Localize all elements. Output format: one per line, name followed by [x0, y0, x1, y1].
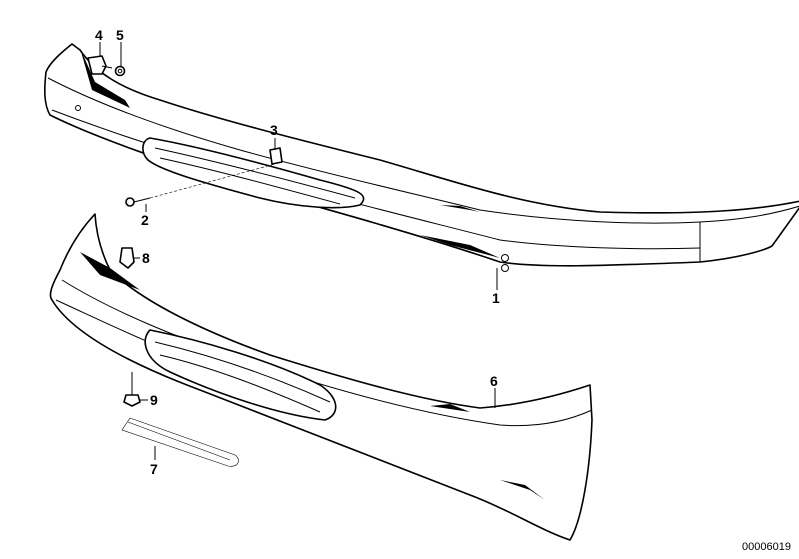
nut-5 — [114, 65, 126, 77]
callout-2: 2 — [141, 212, 149, 228]
callout-9: 9 — [150, 392, 158, 408]
callout-1: 1 — [492, 290, 500, 306]
clip-3 — [269, 147, 283, 165]
screw-9 — [123, 372, 141, 407]
front-bumper-upper — [44, 43, 799, 272]
reference-number: 00006019 — [742, 541, 791, 553]
callout-8: 8 — [142, 250, 150, 266]
callout-7: 7 — [150, 461, 158, 477]
callout-6: 6 — [490, 373, 498, 389]
leader-lines — [99, 42, 498, 460]
screw-2 — [125, 163, 276, 207]
callout-5: 5 — [116, 27, 124, 43]
trim-strip — [121, 417, 239, 467]
clip-8 — [119, 247, 135, 269]
front-bumper-lower — [49, 213, 593, 541]
callout-4: 4 — [95, 27, 103, 43]
bolt-4 — [87, 55, 113, 75]
callout-3: 3 — [270, 122, 278, 138]
